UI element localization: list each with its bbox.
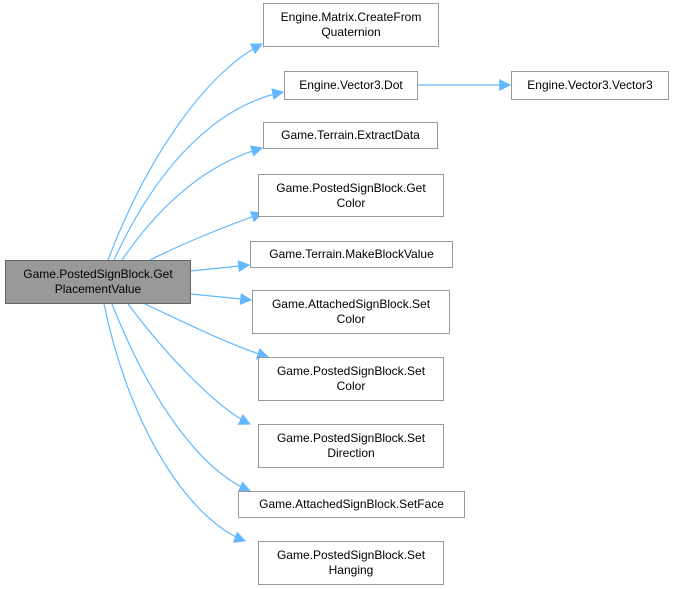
node-vector3-constructor[interactable]: Engine.Vector3.Vector3 (511, 71, 669, 100)
edge-root-to-n9 (127, 303, 252, 425)
node-label: Engine.Vector3.Vector3 (527, 78, 653, 92)
node-terrain-extract-data[interactable]: Game.Terrain.ExtractData (263, 122, 438, 149)
edge-root-to-n1 (107, 43, 264, 261)
node-label: Game.Terrain.ExtractData (281, 128, 420, 142)
node-matrix-create-from-quaternion[interactable]: Engine.Matrix.CreateFrom Quaternion (263, 3, 439, 47)
node-posted-sign-set-hanging[interactable]: Game.PostedSignBlock.Set Hanging (258, 541, 444, 585)
node-label: Engine.Matrix.CreateFrom Quaternion (280, 10, 422, 39)
node-label: Game.AttachedSignBlock.SetFace (259, 497, 444, 511)
node-posted-sign-get-color[interactable]: Game.PostedSignBlock.Get Color (258, 174, 444, 217)
node-label: Game.AttachedSignBlock.Set Color (271, 297, 431, 326)
edge-root-to-n5 (149, 211, 264, 261)
node-label: Game.PostedSignBlock.Get PlacementValue (23, 267, 173, 296)
edge-root-to-n4 (121, 145, 264, 261)
edge-root-to-n7 (190, 293, 253, 305)
edge-root-to-n6 (190, 260, 251, 273)
root-node-get-placement-value[interactable]: Game.PostedSignBlock.Get PlacementValue (5, 260, 191, 304)
node-attached-sign-set-color[interactable]: Game.AttachedSignBlock.Set Color (252, 290, 450, 334)
node-vector3-dot[interactable]: Engine.Vector3.Dot (284, 71, 418, 100)
node-attached-sign-set-face[interactable]: Game.AttachedSignBlock.SetFace (238, 491, 465, 518)
node-label: Game.PostedSignBlock.Get Color (276, 180, 426, 210)
node-label: Game.PostedSignBlock.Set Color (276, 364, 426, 393)
node-posted-sign-set-color[interactable]: Game.PostedSignBlock.Set Color (258, 357, 444, 401)
node-label: Game.PostedSignBlock.Set Hanging (276, 548, 426, 577)
edge-root-to-n2 (113, 88, 285, 261)
node-label: Engine.Vector3.Dot (299, 78, 403, 92)
edge-root-to-n11 (103, 303, 247, 543)
node-posted-sign-set-direction[interactable]: Game.PostedSignBlock.Set Direction (258, 424, 444, 468)
edge-root-to-n8 (144, 303, 270, 360)
node-label: Game.PostedSignBlock.Set Direction (276, 431, 426, 460)
node-terrain-make-block-value[interactable]: Game.Terrain.MakeBlockValue (250, 241, 453, 268)
edge-root-to-n10 (111, 303, 252, 493)
node-label: Game.Terrain.MakeBlockValue (269, 247, 434, 261)
